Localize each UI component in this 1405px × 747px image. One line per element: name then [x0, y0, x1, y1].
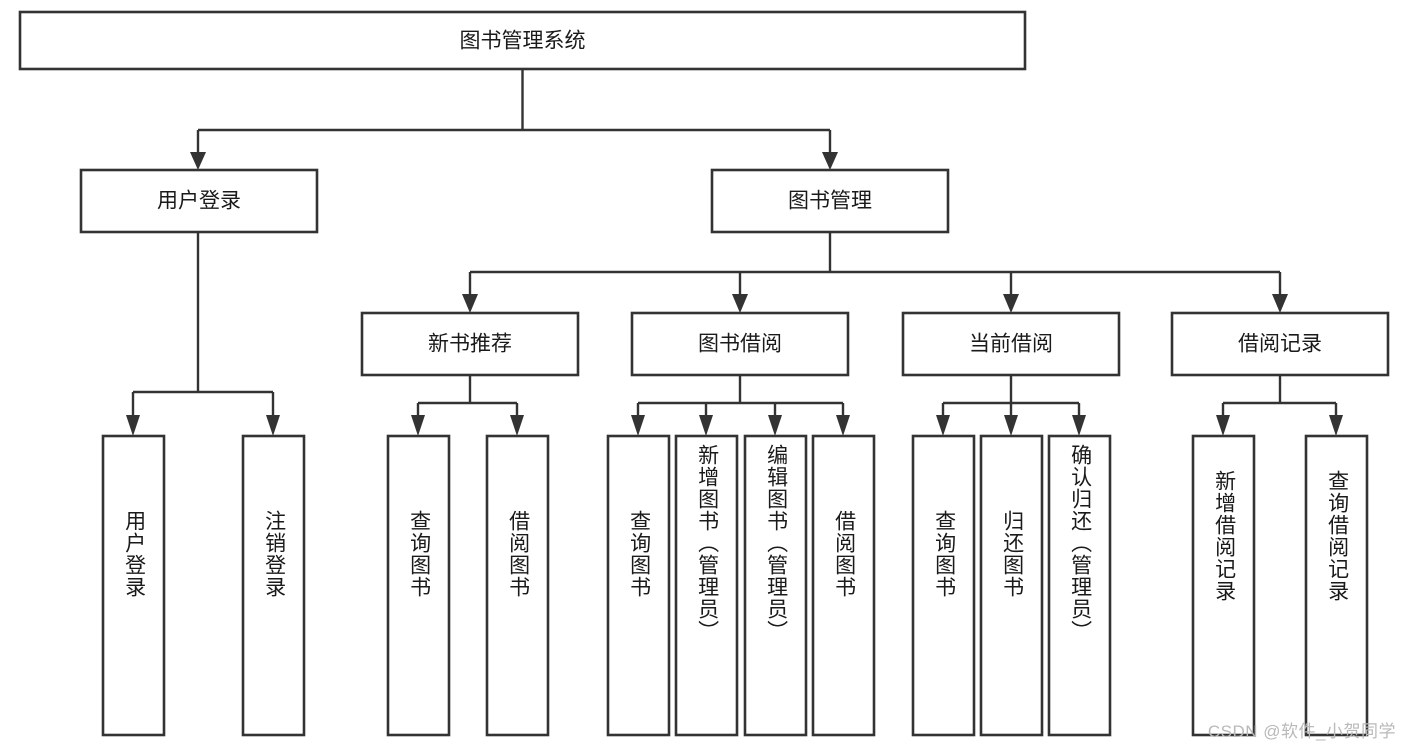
- leaf-label-wrap-borrow-book-recommend: 借阅图书: [487, 436, 548, 735]
- arrow-head-leaf-user-login: [126, 415, 140, 436]
- arrow-head-current-borrow: [1003, 294, 1019, 313]
- csdn-watermark: CSDN @软件_小贺同学: [1207, 722, 1396, 741]
- node-leaf-user-login-label: 用户登录: [122, 510, 146, 598]
- node-current-borrow-label: 当前借阅: [969, 333, 1053, 356]
- arrow-head-leaf-logout-login: [266, 415, 280, 436]
- leaf-label-wrap-logout-login: 注销登录: [243, 436, 304, 735]
- leaf-label-wrap-query-borrow-record: 查询借阅记录: [1306, 436, 1367, 735]
- node-leaf-query-book-recommend-label: 查询图书: [407, 510, 431, 598]
- node-user-login-label: 用户登录: [157, 190, 241, 213]
- leaf-label-wrap-query-book-recommend: 查询图书: [388, 436, 449, 735]
- arrow-head-leaf-borrow-book-recommend: [510, 415, 524, 436]
- leaf-label-wrap-query-book-current: 查询图书: [913, 436, 974, 735]
- node-leaf-add-book-admin-rect[interactable]: [674, 434, 739, 737]
- node-borrow-record-label: 借阅记录: [1238, 333, 1322, 356]
- node-user-login[interactable]: 用户登录: [79, 168, 319, 234]
- node-leaf-logout-login-rect[interactable]: [241, 434, 306, 737]
- node-leaf-borrow-book-recommend-label: 借阅图书: [506, 510, 530, 598]
- node-borrow-record-rect[interactable]: [1170, 311, 1390, 377]
- node-current-borrow[interactable]: 当前借阅: [901, 311, 1121, 377]
- node-book-borrow-rect[interactable]: [630, 311, 850, 377]
- node-leaf-borrow-book-recommend-rect[interactable]: [485, 434, 550, 737]
- arrow-head-book-management: [822, 152, 838, 170]
- arrow-head-leaf-add-book-admin: [699, 415, 713, 436]
- node-root-rect[interactable]: [18, 10, 1027, 71]
- node-leaf-add-book-admin-label: 新增图书（管理员）: [695, 444, 719, 642]
- node-leaf-query-book-current-label: 查询图书: [932, 510, 956, 598]
- leaf-label-wrap-borrow-book: 借阅图书: [813, 436, 874, 735]
- leaf-label-wrap-return-book: 归还图书: [981, 436, 1042, 735]
- leaf-label-wrap-edit-book-admin: 编辑图书（管理员）: [745, 436, 806, 735]
- node-leaf-return-book-rect[interactable]: [979, 434, 1044, 737]
- arrow-head-leaf-add-borrow-record: [1216, 415, 1230, 436]
- node-leaf-logout-login-label: 注销登录: [262, 510, 286, 598]
- leaf-label-wrap-add-book-admin: 新增图书（管理员）: [676, 436, 737, 735]
- arrow-head-new-book-recommend: [462, 294, 478, 313]
- node-current-borrow-rect[interactable]: [901, 311, 1121, 377]
- node-leaf-user-login-rect[interactable]: [101, 434, 166, 737]
- node-leaf-add-borrow-record-rect[interactable]: [1191, 434, 1256, 737]
- node-book-management-rect[interactable]: [710, 168, 950, 234]
- node-leaf-borrow-book-label: 借阅图书: [832, 510, 856, 598]
- node-borrow-record[interactable]: 借阅记录: [1170, 311, 1390, 377]
- node-leaf-query-book-current-rect[interactable]: [911, 434, 976, 737]
- node-leaf-return-book-label: 归还图书: [1000, 510, 1024, 598]
- node-new-book-recommend[interactable]: 新书推荐: [360, 311, 580, 377]
- node-leaf-query-borrow-record-rect[interactable]: [1304, 434, 1369, 737]
- leaf-label-wrap-query-book-borrow: 查询图书: [608, 436, 669, 735]
- arrow-head-leaf-edit-book-admin: [768, 415, 782, 436]
- node-new-book-recommend-rect[interactable]: [360, 311, 580, 377]
- node-leaf-borrow-book-rect[interactable]: [811, 434, 876, 737]
- leaf-label-wrap-add-borrow-record: 新增借阅记录: [1193, 436, 1254, 735]
- node-root-label: 图书管理系统: [460, 30, 586, 53]
- arrow-head-leaf-borrow-book: [836, 415, 850, 436]
- arrow-head-leaf-confirm-return-admin: [1072, 415, 1086, 436]
- arrow-head-leaf-query-borrow-record: [1329, 415, 1343, 436]
- arrow-head-book-borrow: [732, 294, 748, 313]
- node-leaf-query-book-borrow-rect[interactable]: [606, 434, 671, 737]
- node-book-borrow[interactable]: 图书借阅: [630, 311, 850, 377]
- node-leaf-edit-book-admin-label: 编辑图书（管理员）: [764, 444, 788, 642]
- node-layer: 图书管理系统 用户登录 图书管理 新书推荐 图书借阅: [18, 10, 1390, 737]
- arrow-head-leaf-query-book-current: [936, 415, 950, 436]
- arrow-head-leaf-query-book-recommend: [411, 415, 425, 436]
- leaf-label-wrap-user-login: 用户登录: [103, 436, 164, 735]
- node-leaf-confirm-return-admin-rect[interactable]: [1047, 434, 1112, 737]
- node-book-management-label: 图书管理: [788, 190, 872, 213]
- node-book-borrow-label: 图书借阅: [698, 333, 782, 356]
- node-leaf-add-borrow-record-label: 新增借阅记录: [1212, 470, 1236, 602]
- node-leaf-query-borrow-record-label: 查询借阅记录: [1325, 470, 1349, 602]
- arrow-head-borrow-record: [1272, 294, 1288, 313]
- node-book-management[interactable]: 图书管理: [710, 168, 950, 234]
- arrow-head-leaf-return-book: [1004, 415, 1018, 436]
- connector-layer: [126, 69, 1343, 436]
- node-user-login-rect[interactable]: [79, 168, 319, 234]
- node-leaf-edit-book-admin-rect[interactable]: [743, 434, 808, 737]
- node-leaf-confirm-return-admin-label: 确认归还（管理员）: [1068, 444, 1092, 642]
- arrow-head-leaf-query-book-borrow: [631, 415, 645, 436]
- node-leaf-query-book-recommend-rect[interactable]: [386, 434, 451, 737]
- node-root[interactable]: 图书管理系统: [18, 10, 1027, 71]
- node-new-book-recommend-label: 新书推荐: [428, 333, 512, 356]
- arrow-head-user-login: [190, 152, 206, 170]
- leaf-label-wrap-confirm-return-admin: 确认归还（管理员）: [1049, 436, 1110, 735]
- node-leaf-query-book-borrow-label: 查询图书: [627, 510, 651, 598]
